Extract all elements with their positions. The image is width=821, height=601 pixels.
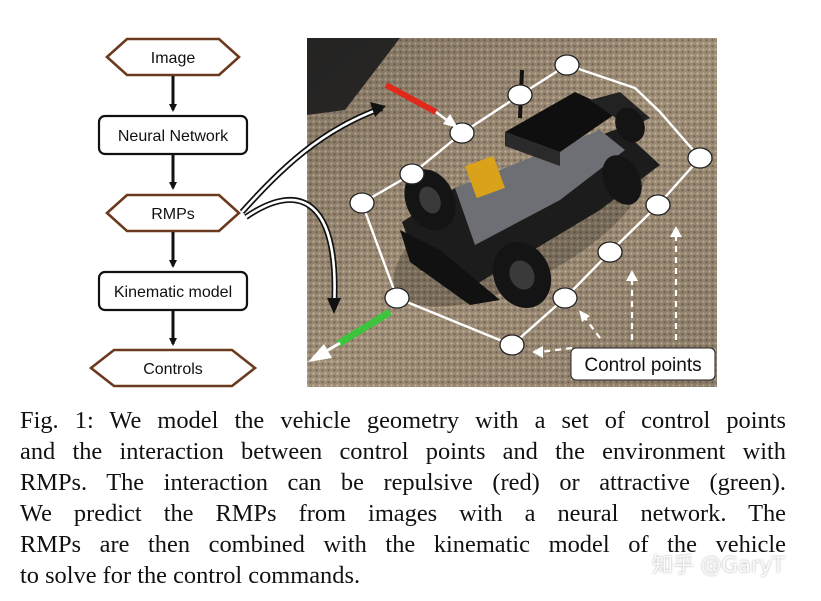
caption-line: and the interaction between control poin… [20,438,786,465]
rmp-connectors [239,102,386,314]
control-point [552,287,578,309]
control-point [645,194,671,216]
flow-node-label: Kinematic model [114,284,232,301]
attractive-arrow [308,309,392,362]
flow-node-label: Controls [143,361,203,378]
control-point [384,287,410,309]
control-point [499,334,525,356]
vehicle-photo: Control points [307,38,717,387]
caption-line: We predict the RMPs from images with a n… [20,500,786,527]
figure-diagram: Image Neural Network RMPs Kinematic mode… [88,37,717,388]
vehicle-image [393,69,660,309]
repulsive-arrow [384,82,458,128]
control-point [597,241,623,263]
control-point [507,84,533,106]
flow-node-rmps: RMPs [105,193,241,233]
flow-node-image: Image [105,37,241,77]
flow-node-label: Neural Network [118,128,229,145]
caption-line: to solve for the control commands. [20,562,361,589]
control-point [399,163,425,185]
control-points [349,54,713,356]
figure-caption: Fig. 1: We model the vehicle geometry wi… [20,405,786,591]
flow-node-kinematic-model: Kinematic model [97,270,249,312]
control-points-label: Control points [584,355,701,376]
control-point [554,54,580,76]
flow-node-neural-network: Neural Network [97,114,249,156]
flow-node-controls: Controls [88,348,258,388]
callout-arrows [532,226,682,358]
flow-node-label: Image [151,50,196,67]
caption-line: RMPs are then combined with the kinemati… [20,531,786,558]
control-point [687,147,713,169]
caption-line: RMPs. The interaction can be repulsive (… [20,469,786,496]
control-point [349,192,375,214]
control-points-callout: Control points [570,347,716,381]
flow-node-label: RMPs [151,206,195,223]
flowchart: Image Neural Network RMPs Kinematic mode… [88,37,258,388]
control-point [449,122,475,144]
caption-line: Fig. 1: We model the vehicle geometry wi… [20,407,786,434]
watermark: 知乎 @GaryT [652,553,785,577]
